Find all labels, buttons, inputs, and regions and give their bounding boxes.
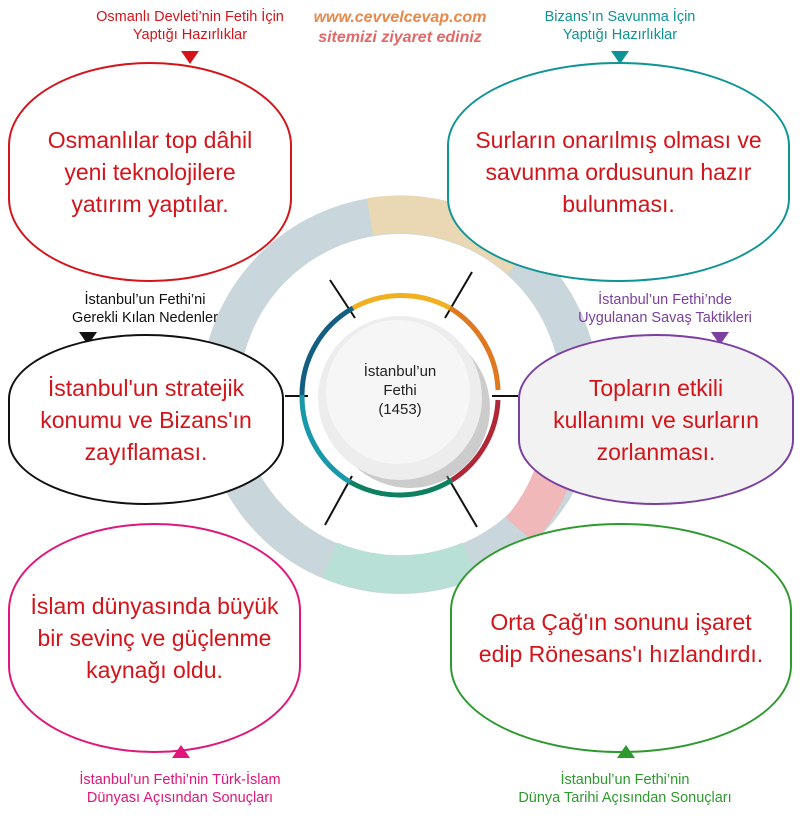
label-line: İstanbul’un Fethi’nin	[560, 772, 690, 788]
watermark-line2: sitemizi ziyaret ediniz	[318, 29, 482, 46]
center-year: (1453)	[378, 401, 422, 418]
label-line: Uygulanan Savaş Taktikleri	[578, 310, 752, 326]
node-text: Orta Çağ'ın sonunu işaret edip Rönesans'…	[478, 609, 764, 667]
label-line: İstanbul’un Fethi’ni	[84, 292, 206, 308]
ring-segment-bottom	[322, 542, 478, 594]
label-line: Bizans’ın Savunma İçin	[544, 9, 696, 25]
watermark-line1: www.cevvelcevap.com	[313, 9, 487, 26]
node-text: Topların etkili kullanımı ve surların zo…	[553, 374, 759, 465]
node-tactics: Topların etkili kullanımı ve surların zo…	[518, 334, 794, 505]
label-line: Yaptığı Hazırlıklar	[562, 27, 678, 43]
center-disc-inner	[326, 320, 470, 464]
node-text: İslam dünyasında büyük bir sevinç ve güç…	[30, 593, 279, 683]
node-byzantine-defense: Surların onarılmış olması ve savunma ord…	[447, 62, 790, 282]
label-line: Dünyası Açısından Sonuçları	[86, 790, 274, 806]
node-text: Osmanlılar top dâhil yeni teknolojilere …	[47, 127, 253, 217]
label-line: Dünya Tarihi Açısından Sonuçları	[518, 790, 732, 806]
node-turkish-islamic-results: İslam dünyasında büyük bir sevinç ve güç…	[8, 523, 301, 753]
triangle-up-icon	[617, 745, 635, 758]
label-line: İstanbul’un Fethi’nin Türk-İslam	[79, 772, 281, 788]
node-ottoman-preparations: Osmanlılar top dâhil yeni teknolojilere …	[8, 62, 292, 282]
node-text: Surların onarılmış olması ve savunma ord…	[475, 127, 762, 217]
triangle-down-icon	[611, 51, 629, 64]
inner-ring	[299, 293, 501, 498]
label-line: Yaptığı Hazırlıklar	[132, 27, 248, 43]
center-title: İstanbul’un Fethi (1453)	[345, 362, 455, 419]
node-world-history-results: Orta Çağ'ın sonunu işaret edip Rönesans'…	[450, 523, 792, 753]
center-title-line2: Fethi	[383, 382, 417, 399]
node-reasons: İstanbul'un stratejik konumu ve Bizans'ı…	[8, 334, 284, 505]
triangle-up-icon	[172, 745, 190, 758]
label-line: Osmanlı Devleti’nin Fetih İçin	[96, 9, 284, 25]
triangle-down-icon	[181, 51, 199, 64]
node-text: İstanbul'un stratejik konumu ve Bizans'ı…	[40, 374, 252, 465]
label-line: İstanbul’un Fethi’nde	[598, 292, 732, 308]
center-title-line1: İstanbul’un	[363, 363, 437, 380]
label-line: Gerekli Kılan Nedenler	[72, 310, 218, 326]
connector	[446, 475, 478, 528]
connector	[324, 475, 353, 526]
